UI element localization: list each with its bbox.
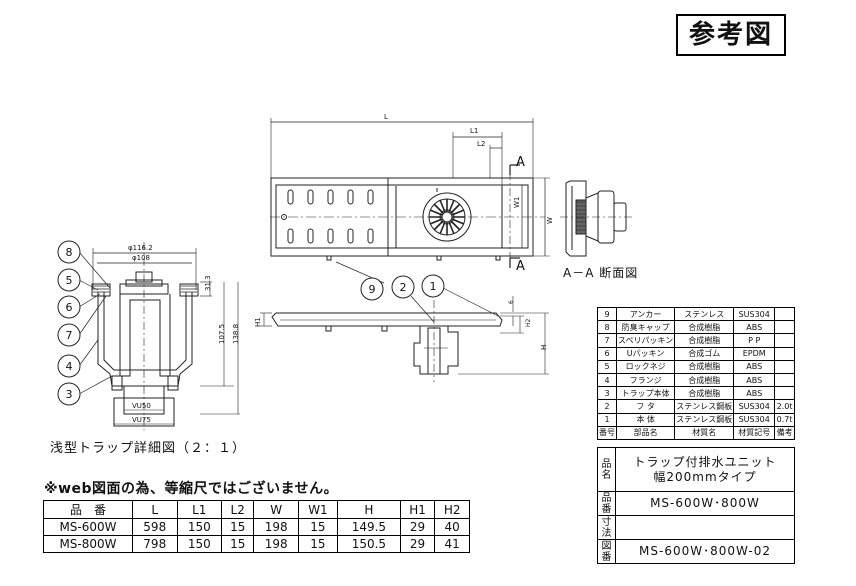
- dim-6: 6: [508, 300, 515, 304]
- dim-H1: H1: [254, 317, 262, 327]
- title-block: 品名 トラップ付排水ユニット 幅200mmタイプ 品番 MS-600W･800W…: [597, 447, 795, 564]
- dim-L2: L2: [477, 140, 485, 148]
- dim-L1: L1: [470, 127, 478, 135]
- drawing-label: 図番: [598, 540, 616, 563]
- dim-L: L: [384, 113, 388, 121]
- title-block-name-row: 品名 トラップ付排水ユニット 幅200mmタイプ: [598, 448, 794, 492]
- side-dimension-labels: H1 H2 H 6: [254, 300, 548, 350]
- title-block-dim-row: 寸法: [598, 516, 794, 540]
- scale-note: ※web図面の為、等縮尺ではございません。: [44, 481, 339, 497]
- cut-A-top: A: [516, 155, 525, 170]
- drawing-number: MS-600W･800W-02: [639, 544, 771, 558]
- cut-A-bottom: A: [516, 259, 525, 274]
- dim-vu50: VU50: [132, 402, 151, 410]
- dim-W1: W1: [513, 197, 521, 208]
- callout-1-label: 1: [430, 280, 437, 293]
- dim-dia108: φ108: [132, 254, 150, 262]
- dim-31: 31.3: [204, 275, 212, 291]
- callout-3: [57, 382, 81, 406]
- reference-drawing-stamp: 参考図: [676, 14, 786, 56]
- callouts-trap: [57, 240, 113, 406]
- table-header-row: 番号部品名材質名材質記号備考: [597, 425, 795, 440]
- callout-9-label: 9: [369, 283, 376, 296]
- callout-7-label: 7: [66, 329, 73, 342]
- callout-4-label: 4: [66, 360, 73, 373]
- title-block-number-row: 品番 MS-600W･800W: [598, 492, 794, 516]
- trap-detail-view: [91, 242, 240, 430]
- number-label: 品番: [598, 492, 616, 515]
- trap-dimension-labels: φ116.2 φ108 31.3 107.5 138.8 VU50 VU75: [128, 244, 240, 424]
- plan-view: [270, 118, 550, 268]
- dim-107: 107.5: [218, 324, 226, 344]
- callout-3-label: 3: [66, 388, 73, 401]
- dim-vu75: VU75: [132, 416, 151, 424]
- trap-detail-caption: 浅型トラップ詳細図（２：１）: [50, 441, 247, 456]
- dim-value: [616, 516, 794, 539]
- product-number: MS-600W･800W: [650, 496, 760, 510]
- callout-2: [391, 275, 415, 299]
- dim-label: 寸法: [598, 516, 616, 539]
- section-hatch: [576, 201, 586, 231]
- title-block-drawing-row: 図番 MS-600W･800W-02: [598, 540, 794, 563]
- name-label: 品名: [598, 448, 616, 491]
- product-name-line1: トラップ付排水ユニット: [633, 454, 777, 469]
- callout-9: [360, 277, 384, 301]
- dim-W: W: [546, 217, 554, 224]
- callout-1: [421, 274, 445, 298]
- dim-H: H: [540, 345, 548, 350]
- dim-H2: H2: [525, 318, 532, 327]
- side-view: [260, 296, 549, 382]
- callout-8: [57, 240, 81, 264]
- dim-138: 138.8: [232, 324, 240, 344]
- callout-6: [57, 295, 81, 319]
- slot-pattern: [281, 189, 374, 244]
- dim-dia116: φ116.2: [128, 244, 153, 252]
- callout-2-label: 2: [400, 281, 407, 294]
- callout-4: [57, 354, 81, 378]
- section-label: A－A 断面図: [563, 266, 639, 280]
- callout-6-label: 6: [66, 301, 73, 314]
- callout-8-label: 8: [66, 246, 73, 259]
- callout-5: [57, 268, 81, 292]
- callout-5-label: 5: [66, 274, 73, 287]
- plan-dimension-labels: L L1 L2 W W1 A A: [384, 113, 554, 274]
- product-name-line2: 幅200mmタイプ: [653, 469, 757, 484]
- section-view: [560, 180, 632, 257]
- callout-7: [57, 323, 81, 347]
- drain-strainer: [422, 192, 472, 242]
- callouts-main: [335, 261, 499, 323]
